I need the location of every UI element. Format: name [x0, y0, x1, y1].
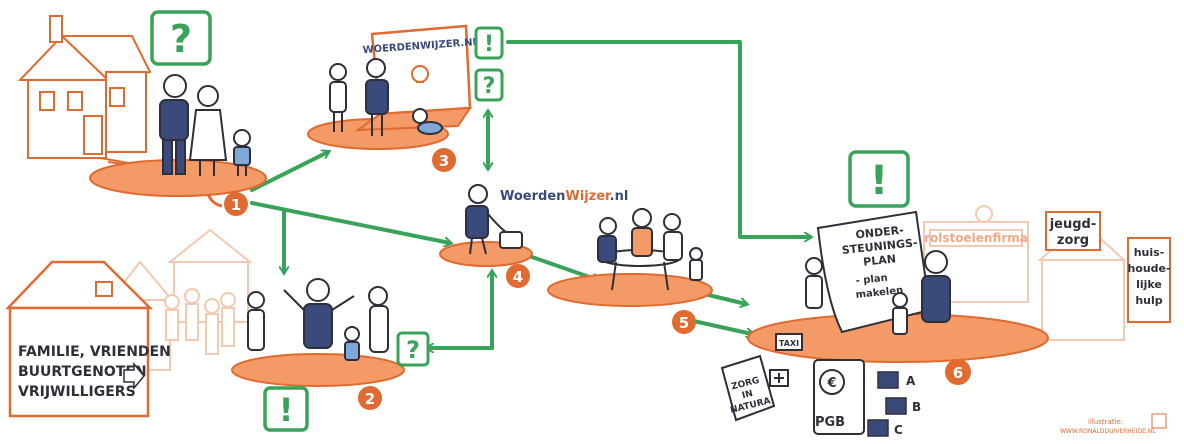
- exclamation-icon: !: [263, 386, 309, 432]
- platform-1: [89, 159, 267, 208]
- step-1-number: 1: [231, 196, 241, 214]
- huishoud-line-2: houde-: [1127, 262, 1170, 275]
- question-mark-1: ?: [170, 17, 192, 61]
- plan-line-1: ONDER-: [855, 224, 904, 242]
- step-3-number: 3: [439, 152, 449, 170]
- qr-code-icon: [1151, 413, 1167, 429]
- step-2-number: 2: [365, 390, 375, 408]
- jeugdzorg-line-1: jeugd-: [1049, 217, 1097, 232]
- huishoud-line-3: lijke: [1136, 278, 1162, 291]
- people-plan: [805, 250, 951, 335]
- exclamation-mark-2: !: [279, 391, 294, 429]
- huishoud-line-4: hulp: [1135, 294, 1162, 307]
- step-1-badge: 1: [224, 192, 248, 216]
- exclamation-icon: !: [848, 150, 910, 208]
- arrow-top-to-6: [506, 40, 810, 237]
- people-laptop: [329, 58, 443, 136]
- platform-5: [547, 273, 713, 307]
- taxi-icon: [775, 333, 803, 351]
- jeugdzorg-house: jeugd- zorg huis- houde- lijke hulp: [1037, 211, 1171, 341]
- euro-sign: €: [826, 376, 836, 391]
- step-6-badge: 6: [945, 359, 971, 385]
- pgb-box: € PGB A B C: [813, 359, 921, 437]
- arrow-2-4-double: [428, 272, 492, 348]
- pgb-label: PGB: [815, 415, 845, 430]
- question-icon: ?: [396, 331, 430, 367]
- exclamation-icon: !: [474, 26, 504, 60]
- taxi-label: TAXI: [779, 339, 799, 348]
- step-5-badge: 5: [672, 310, 696, 334]
- phone-brand: WoerdenWijzer.nl: [500, 189, 628, 204]
- question-icon: ?: [474, 68, 504, 102]
- people-neighbourhood: [164, 278, 389, 361]
- family-sign-line-2: BUURTGENOTEN: [18, 364, 147, 380]
- question-mark-mid: ?: [483, 74, 496, 99]
- arrow-1-to-3: [250, 152, 328, 192]
- illustrator-credit: illustratie: WWW.RONALDDUIVERHEIDE.NL: [1060, 413, 1167, 435]
- question-icon: ?: [150, 10, 212, 66]
- rolstoel-shop-label: rolstoelenfirma: [924, 231, 1028, 245]
- zorg-in-natura-box: ZORG IN NATURA TAXI: [720, 333, 803, 422]
- credit-line-1: illustratie:: [1088, 418, 1123, 426]
- family-house-sign: FAMILIE, VRIENDEN BUURTGENOTEN VRIJWILLI…: [5, 260, 171, 418]
- pgb-options: [867, 371, 907, 437]
- plan-line-3: PLAN: [863, 252, 897, 268]
- step-6-number: 6: [953, 364, 963, 382]
- arrow-1-to-4: [250, 201, 450, 243]
- step-4-number: 4: [513, 268, 523, 286]
- plan-line-5: makelen: [855, 285, 904, 301]
- credit-line-2: WWW.RONALDDUIVERHEIDE.NL: [1060, 428, 1156, 435]
- pgb-option-b: B: [912, 400, 921, 414]
- arrow-right-icon: [123, 361, 145, 391]
- huishoud-line-1: huis-: [1134, 246, 1165, 259]
- phone-person: [465, 184, 523, 255]
- laptop: WOERDENWIJZER.NL: [354, 24, 480, 132]
- pgb-option-a: A: [906, 374, 916, 388]
- step-2-badge: 2: [358, 386, 382, 410]
- exclamation-mark-6: !: [870, 158, 888, 204]
- support-plan-paper: ONDER- STEUNINGS- PLAN - plan makelen: [816, 210, 932, 334]
- step-5-number: 5: [679, 314, 689, 332]
- platform-2: [231, 353, 405, 387]
- family-people-1: [159, 74, 251, 176]
- pgb-option-c: C: [894, 423, 903, 437]
- exclamation-mark-top: !: [484, 32, 494, 57]
- plan-line-4: - plan: [855, 273, 888, 287]
- family-house: [17, 15, 152, 166]
- step-3-badge: 3: [432, 148, 456, 172]
- family-sign-line-3: VRIJWILLIGERS: [18, 384, 136, 400]
- meeting-table: [597, 208, 703, 291]
- step-4-badge: 4: [506, 264, 530, 288]
- money-bag-icon: [819, 369, 845, 395]
- family-sign-line-1: FAMILIE, VRIENDEN: [18, 344, 171, 360]
- question-mark-2: ?: [406, 336, 420, 364]
- jeugdzorg-line-2: zorg: [1057, 233, 1089, 248]
- phone-brand-text: WoerdenWijzer.nl: [500, 189, 628, 204]
- zorg-line-2: IN: [741, 389, 754, 401]
